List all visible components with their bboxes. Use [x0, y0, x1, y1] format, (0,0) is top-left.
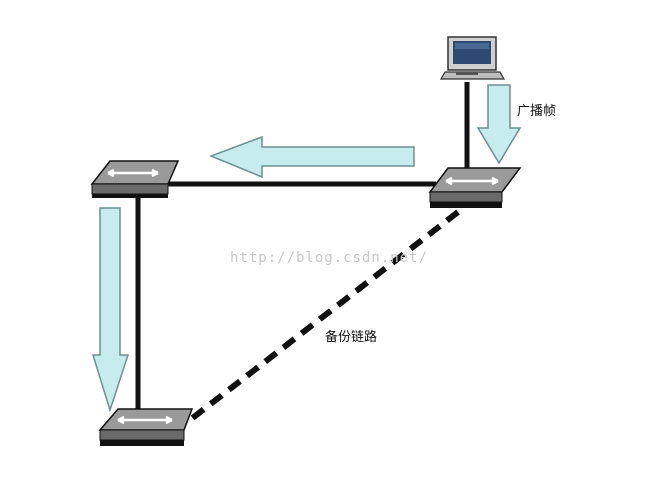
watermark-text: http://blog.csdn.net/ [230, 250, 429, 266]
computer-icon [439, 36, 506, 80]
arrow-down-left [91, 207, 130, 413]
arrow-broadcast-down [476, 84, 522, 165]
switch-bottom-icon [98, 408, 194, 446]
switch-left-icon [90, 160, 180, 198]
backup-link-dashed [188, 209, 460, 423]
switch-right-icon [428, 167, 522, 208]
backup-link-label: 备份链路 [325, 330, 378, 345]
arrow-left [208, 135, 415, 179]
broadcast-frame-label: 广播帧 [517, 104, 557, 119]
